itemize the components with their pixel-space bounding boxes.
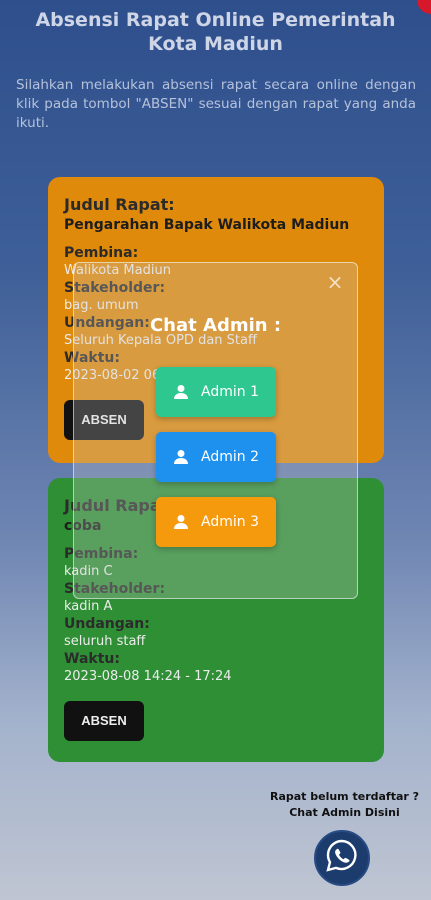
footer-line-1: Rapat belum terdaftar ? [269,790,420,803]
close-icon[interactable]: × [326,270,344,294]
chat-admin-modal: × Chat Admin : Admin 1 Admin 2 Admin 3 [73,262,358,599]
judul-label: Judul Rapat: [64,195,175,214]
meeting-title: Pengarahan Bapak Walikota Madiun [64,217,350,233]
waktu-value: 2023-08-08 14:24 - 17:24 [64,669,232,684]
admin-3-button[interactable]: Admin 3 [156,497,276,547]
undangan-value: Seluruh Kepala OPD dan Staff [64,333,257,348]
meeting-card: Judul Rapat: coba Pembina: kadin C Stake… [48,478,384,762]
undangan-label: Undangan: [64,616,150,632]
undangan-label: Undangan: [64,315,150,331]
admin-label: Admin 1 [201,384,259,400]
person-icon [173,449,189,465]
pembina-value: kadin C [64,564,113,579]
waktu-label: Waktu: [64,651,120,667]
admin-1-button[interactable]: Admin 1 [156,367,276,417]
pembina-label: Pembina: [64,546,139,562]
person-icon [173,514,189,530]
stakeholder-value: bag. umum [64,298,139,313]
corner-badge [417,0,431,14]
waktu-value: 2023-08-02 06 [64,368,161,383]
admin-label: Admin 3 [201,514,259,530]
pembina-value: Walikota Madiun [64,263,171,278]
absen-button[interactable]: ABSEN [64,400,144,440]
admin-2-button[interactable]: Admin 2 [156,432,276,482]
stakeholder-label: Stakeholder: [64,581,166,597]
footer-line-2: Chat Admin Disini [289,806,400,819]
modal-title: Chat Admin : [149,315,282,336]
meeting-card: Judul Rapat: Pengarahan Bapak Walikota M… [48,177,384,463]
page-header: Absensi Rapat Online Pemerintah Kota Mad… [14,8,417,56]
pembina-label: Pembina: [64,245,139,261]
admin-label: Admin 2 [201,449,259,465]
undangan-value: seluruh staff [64,634,146,649]
page-title: Absensi Rapat Online Pemerintah Kota Mad… [35,9,396,55]
whatsapp-icon [323,837,361,879]
footer-text: Rapat belum terdaftar ? Chat Admin Disin… [262,789,427,821]
waktu-label: Waktu: [64,350,120,366]
judul-label: Judul Rapat: [64,496,175,515]
absen-button[interactable]: ABSEN [64,701,144,741]
whatsapp-button[interactable] [314,830,370,886]
intro-text: Silahkan melakukan absensi rapat secara … [16,77,416,131]
stakeholder-value: kadin A [64,599,113,614]
stakeholder-label: Stakeholder: [64,280,166,296]
person-icon [173,384,189,400]
